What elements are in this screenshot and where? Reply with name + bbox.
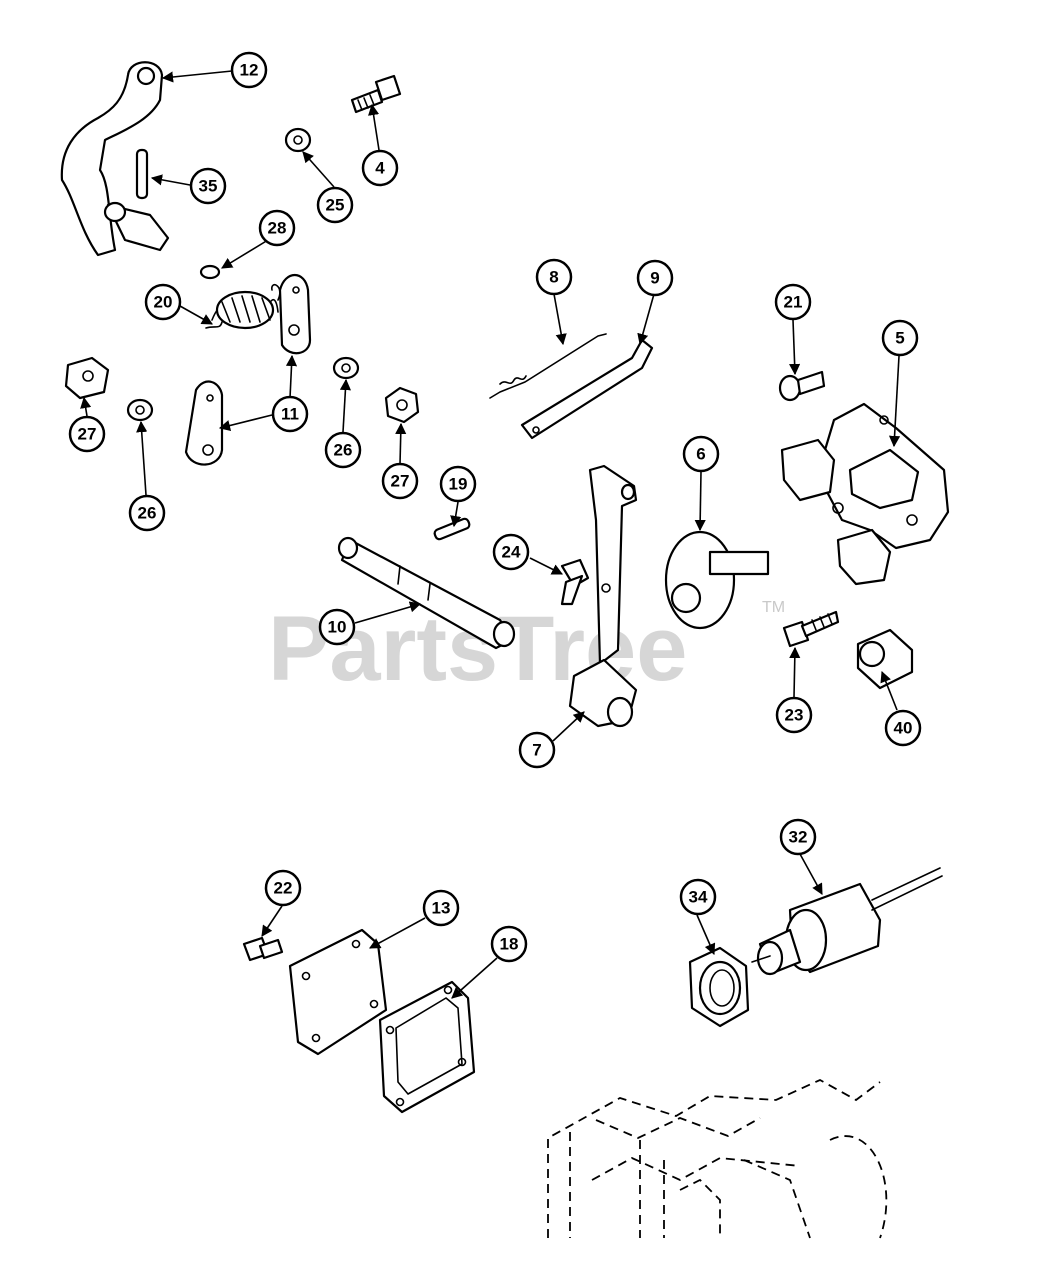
part-11-plates [184,273,312,466]
callout-10[interactable]: 10 [318,608,356,646]
callout-label: 9 [650,269,659,288]
part-34-nut [688,946,750,1028]
part-28-ring [199,264,221,280]
part-24-screw [560,558,590,606]
callout-26-right[interactable]: 26 [324,431,362,469]
callout-12[interactable]: 12 [230,51,268,89]
callout-32[interactable]: 32 [779,818,817,856]
part-19-pin [433,517,471,541]
callout-label: 19 [449,475,468,494]
callout-22[interactable]: 22 [264,869,302,907]
part-40-spacer [856,628,914,690]
callout-label: 25 [326,196,345,215]
callout-label: 11 [281,405,299,424]
engine-block-outline [547,1078,888,1239]
callout-18[interactable]: 18 [490,925,528,963]
callout-6[interactable]: 6 [682,435,720,473]
part-27-nut-right [384,386,420,424]
part-10-shaft [337,536,516,650]
part-27-nut-left [64,356,110,400]
callout-label: 32 [789,828,808,847]
part-32-solenoid [751,867,943,976]
callout-label: 5 [895,329,904,348]
callout-label: 8 [549,268,558,287]
part-7-lever-arm [568,464,638,728]
callout-label: 22 [274,879,293,898]
callout-label: 10 [328,618,347,637]
callout-label: 26 [138,504,157,523]
part-23-bolt [782,610,840,648]
part-26-washer-right [332,356,360,380]
callout-7[interactable]: 7 [518,731,556,769]
callout-35[interactable]: 35 [189,167,227,205]
callout-label: 13 [432,899,451,918]
callout-34[interactable]: 34 [679,878,717,916]
callout-label: 20 [154,293,173,312]
callout-label: 27 [391,472,410,491]
part-13-cover [288,928,388,1056]
watermark-trademark: TM [762,599,785,616]
callout-40[interactable]: 40 [884,709,922,747]
callout-5[interactable]: 5 [881,319,919,357]
part-6-plate [664,530,770,630]
callout-label: 7 [532,741,541,760]
callout-label: 12 [240,61,259,80]
part-12-lever [60,61,170,257]
callout-label: 34 [689,888,708,907]
callout-label: 40 [894,719,913,738]
part-8-spring-rod [489,333,607,399]
part-25-nut [284,127,312,153]
part-4-bolt [350,74,402,114]
callout-4[interactable]: 4 [361,149,399,187]
callout-26-left[interactable]: 26 [128,494,166,532]
part-22-screw [242,936,284,962]
callout-13[interactable]: 13 [422,889,460,927]
part-18-gasket [378,980,476,1114]
callout-25[interactable]: 25 [316,186,354,224]
part-9-link [520,338,654,440]
callout-label: 23 [785,706,804,725]
callout-11[interactable]: 11 [271,395,309,433]
part-5-bracket [780,402,950,586]
callout-label: 27 [78,425,97,444]
part-21-screw [778,370,826,402]
callout-label: 26 [334,441,353,460]
callout-9[interactable]: 9 [636,259,674,297]
callout-label: 18 [500,935,519,954]
leader-lines [80,70,901,999]
callout-label: 35 [199,177,218,196]
callout-20[interactable]: 20 [144,283,182,321]
callout-label: 4 [375,159,385,178]
callout-28[interactable]: 28 [258,209,296,247]
part-26-washer-left [126,398,154,422]
callout-label: 6 [696,445,705,464]
callout-label: 24 [502,543,521,562]
callout-27-left[interactable]: 27 [68,415,106,453]
callout-23[interactable]: 23 [775,696,813,734]
callout-19[interactable]: 19 [439,465,477,503]
callout-27-right[interactable]: 27 [381,462,419,500]
callout-label: 21 [784,293,803,312]
callout-21[interactable]: 21 [774,283,812,321]
callout-24[interactable]: 24 [492,533,530,571]
callout-label: 28 [268,219,287,238]
part-20-spring [205,284,281,330]
callout-8[interactable]: 8 [535,258,573,296]
